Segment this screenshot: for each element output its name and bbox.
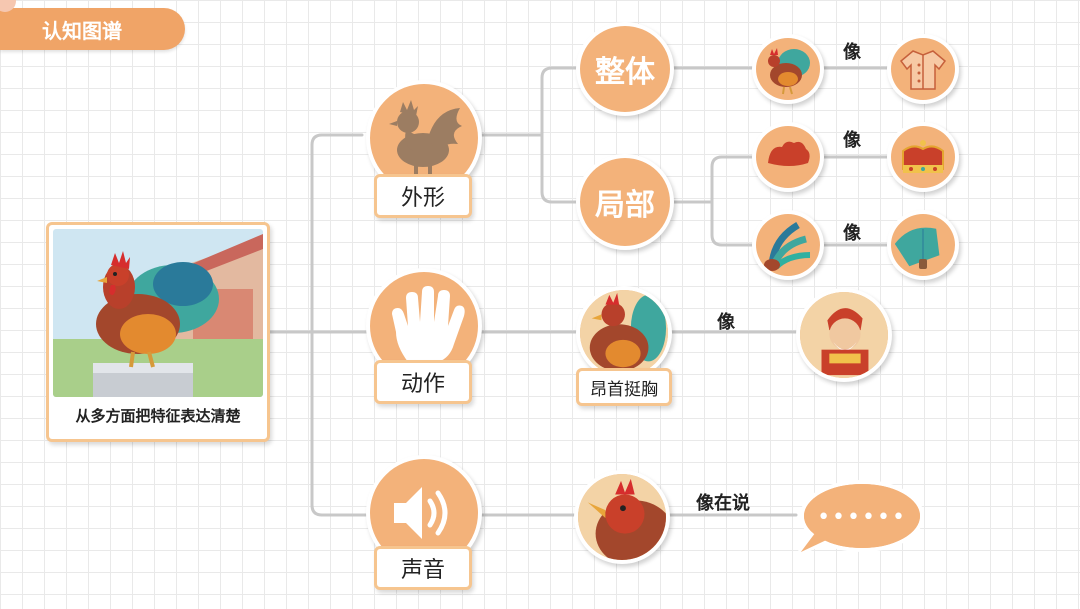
pose-label-box: 昂首挺胸 bbox=[576, 368, 672, 406]
rooster-silhouette-icon bbox=[389, 100, 462, 178]
crowing-node bbox=[574, 470, 670, 564]
title-tab: 认知图谱 bbox=[0, 8, 185, 50]
sound-label: 声音 bbox=[400, 558, 445, 583]
whole-like-label: 像 bbox=[843, 42, 861, 63]
action-label: 动作 bbox=[400, 372, 445, 397]
pose-like-label: 像 bbox=[717, 312, 735, 333]
corner-decoration bbox=[0, 0, 16, 12]
crown-node bbox=[887, 122, 959, 192]
general-icon bbox=[800, 292, 888, 378]
partial-label: 局部 bbox=[595, 188, 655, 223]
speech-bubble-icon: •••••• bbox=[794, 480, 924, 558]
comb-icon bbox=[768, 141, 810, 166]
speaker-icon bbox=[394, 487, 448, 539]
rooster-icon bbox=[768, 48, 810, 95]
sound-like-label: 像在说 bbox=[696, 493, 750, 514]
rooster-thumb-node bbox=[752, 34, 824, 104]
whole-label: 整体 bbox=[595, 55, 655, 90]
rooster-proud-icon bbox=[580, 290, 668, 376]
rooster-illustration bbox=[53, 229, 263, 397]
rooster-card: 从多方面把特征表达清楚 bbox=[46, 222, 270, 442]
comb-node bbox=[752, 122, 824, 192]
page-title: 认知图谱 bbox=[42, 18, 122, 43]
action-label-box: 动作 bbox=[374, 360, 472, 404]
fan-node bbox=[887, 210, 959, 280]
sound-label-box: 声音 bbox=[374, 546, 472, 590]
tail-node bbox=[752, 210, 824, 280]
jacket-node bbox=[887, 34, 959, 104]
fan-icon bbox=[895, 227, 940, 269]
appearance-label: 外形 bbox=[400, 186, 445, 211]
card-caption: 从多方面把特征表达清楚 bbox=[75, 407, 241, 425]
pose-node bbox=[576, 286, 672, 380]
appearance-label-box: 外形 bbox=[374, 174, 472, 218]
rooster-crowing-icon bbox=[578, 474, 666, 560]
tail-feathers-icon bbox=[764, 221, 811, 271]
partial-node: 局部 bbox=[576, 154, 674, 250]
jacket-icon bbox=[899, 50, 947, 90]
pose-label: 昂首挺胸 bbox=[590, 379, 658, 400]
speech-bubble-text: •••••• bbox=[817, 505, 907, 530]
comb-like-label: 像 bbox=[843, 130, 861, 151]
hand-icon bbox=[392, 286, 465, 362]
whole-node: 整体 bbox=[576, 22, 674, 116]
crown-icon bbox=[902, 140, 944, 173]
general-node bbox=[796, 288, 892, 382]
tail-like-label: 像 bbox=[843, 223, 861, 244]
